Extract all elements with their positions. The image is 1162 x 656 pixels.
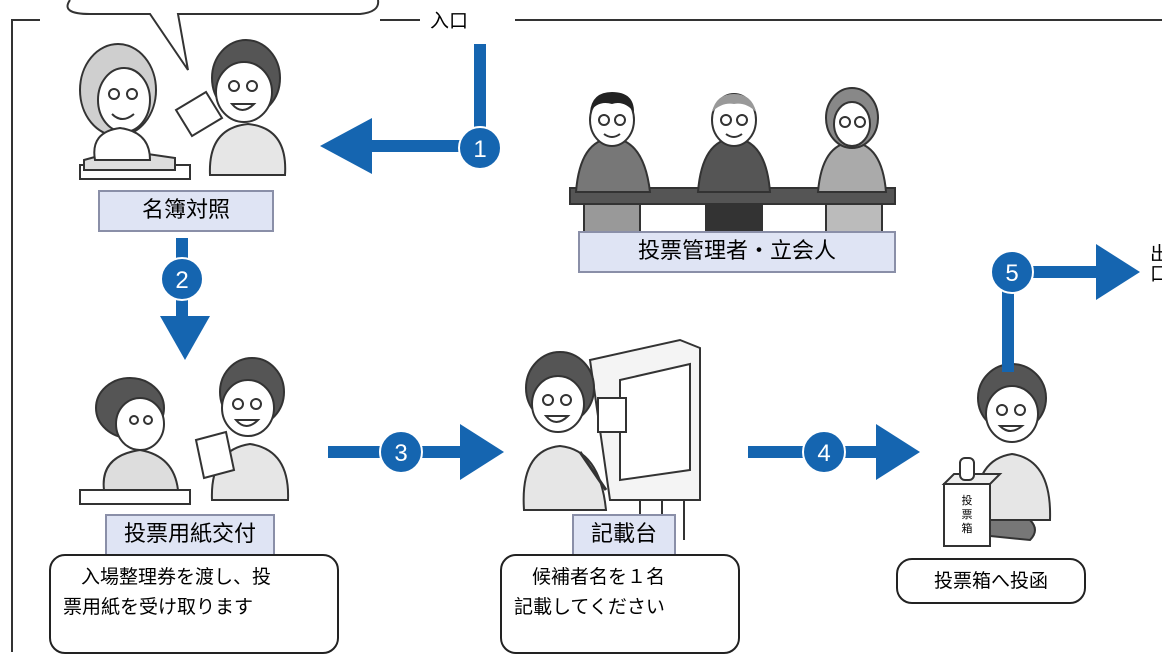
step-5-note-line-1: 投票箱へ投函 xyxy=(933,570,1048,592)
step-3-circle xyxy=(379,430,423,474)
step-2-circle xyxy=(160,257,204,301)
step-4-note-line-1: 候補者名を１名 xyxy=(532,566,666,588)
step-1-number: 1 xyxy=(473,136,486,163)
officials-label: 投票管理者・立会人 xyxy=(578,231,896,273)
arrow-4-head xyxy=(876,424,920,480)
step-5-circle xyxy=(990,250,1034,294)
writing-booth-illustration xyxy=(522,338,701,540)
ballot-box-char-1: 投 xyxy=(962,493,973,507)
step-4-note: 候補者名を１名 記載してください xyxy=(500,554,740,654)
arrow-2-head xyxy=(160,316,210,360)
step-3-note-line-1: 入場整理券を渡し、投 xyxy=(81,566,272,588)
step-3-label: 投票用紙交付 xyxy=(105,514,275,556)
arrow-5-head xyxy=(1096,244,1140,300)
step-5-number: 5 xyxy=(1005,260,1018,287)
step-5-note: 投票箱へ投函 xyxy=(896,558,1086,604)
step-3-number: 3 xyxy=(394,440,407,467)
exit-label: 出口 xyxy=(1150,244,1162,285)
step-1-label: 名簿対照 xyxy=(98,190,274,232)
arrow-1-shaft xyxy=(360,140,486,152)
entrance-label: 入口 xyxy=(420,6,479,33)
ballot-issue-illustration xyxy=(79,357,290,505)
ballot-box-illustration: 投 票 箱 xyxy=(941,363,1052,547)
speech-bubble xyxy=(66,0,380,71)
step-4-number: 4 xyxy=(817,440,830,467)
step-4-label: 記載台 xyxy=(572,514,676,556)
step-2-number: 2 xyxy=(175,267,188,294)
ballot-box-char-2: 票 xyxy=(962,508,973,521)
ballot-box-char-3: 箱 xyxy=(962,521,973,535)
arrow-3-head xyxy=(460,424,504,480)
arrow-1-head xyxy=(320,118,372,174)
step-4-note-line-2: 記載してください xyxy=(514,596,665,618)
step-3-note: 入場整理券を渡し、投 票用紙を受け取ります xyxy=(49,554,339,654)
roll-check-illustration xyxy=(79,39,287,180)
officials-illustration xyxy=(569,87,896,235)
venue-frame xyxy=(11,19,1162,652)
step-4-circle xyxy=(802,430,846,474)
step-1-circle xyxy=(458,126,502,170)
step-3-note-line-2: 票用紙を受け取ります xyxy=(63,596,254,618)
